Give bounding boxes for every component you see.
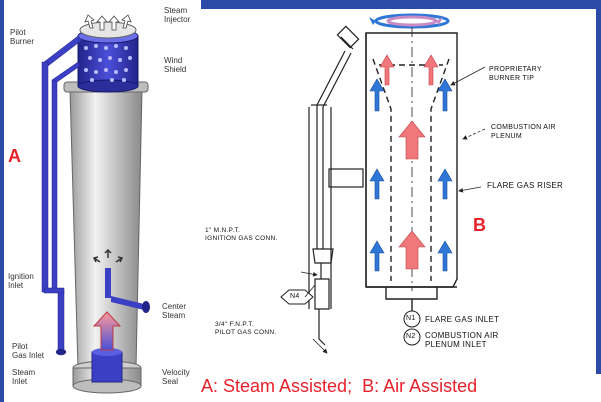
velocity-seal-label: Velocity Seal <box>162 368 190 386</box>
steam-outlet-arrows <box>92 248 124 263</box>
steam-injector-ring <box>79 14 137 39</box>
steam-flare-drawing <box>41 14 150 394</box>
flare-gas-inlet-label: FLARE GAS INLET <box>425 315 500 324</box>
flare-gas-riser-label: FLARE GAS RISER <box>487 181 564 190</box>
pilot-assembly <box>308 25 364 346</box>
center-steam-pipe <box>105 268 150 313</box>
n4-label: N4 <box>290 293 300 300</box>
n4-hex-tag <box>280 289 314 305</box>
wind-shield-label: Wind Shield <box>164 56 187 74</box>
air-assisted-flare-panel: PROPRIETARY BURNER TIP COMBUSTION AIR PL… <box>201 9 596 374</box>
caption-text: A: Steam Assisted; B: Air Assisted <box>201 376 478 396</box>
pilot-burner-pipes <box>41 35 83 356</box>
pilot-gas-conn-label: 3/4" F.N.P.T. PILOT GAS CONN. <box>215 321 277 336</box>
panel-a-letter: A <box>8 146 21 166</box>
steam-inlet-label: Steam Inlet <box>12 368 36 386</box>
riser-leader <box>458 186 482 193</box>
air-flow-arrows <box>369 78 453 272</box>
gas-flow-up-arrow <box>92 311 122 351</box>
center-steam-label: Center Steam <box>162 302 187 320</box>
caption-bar: A: Steam Assisted; B: Air Assisted <box>201 374 601 402</box>
steam-injector-label: Steam Injector <box>164 6 191 24</box>
combustion-air-plenum-inlet-label: COMBUSTION AIR PLENUM INLET <box>425 331 499 349</box>
nozzle-tags <box>280 289 421 346</box>
burner-tip-leader <box>450 66 486 86</box>
pilot-gas-inlet-label: Pilot Gas Inlet <box>12 342 45 360</box>
swirl-arrow-icon <box>369 13 450 29</box>
n2-label: N2 <box>406 333 416 340</box>
pilot-burner-label: Pilot Burner <box>10 28 35 46</box>
ignition-inlet-label: Ignition Inlet <box>8 272 34 290</box>
panel-b-letter: B <box>473 215 486 235</box>
ignition-gas-conn-label: 1" M.N.P.T. IGNITION GAS CONN. <box>205 227 278 242</box>
steam-assisted-flare-panel: A Steam Injector Pilot Burner Wind Shiel… <box>4 0 201 402</box>
flare-gas-flow-arrows <box>379 54 439 270</box>
n1-label: N1 <box>406 315 416 322</box>
burner-tip-label: PROPRIETARY BURNER TIP <box>489 66 542 82</box>
air-flare-drawing <box>280 13 486 354</box>
n1-tag <box>403 310 421 328</box>
velocity-seal <box>91 348 123 383</box>
plenum-leader <box>462 128 486 140</box>
combustion-air-plenum-label: COMBUSTION AIR PLENUM <box>491 124 556 140</box>
n2-tag <box>403 328 421 346</box>
